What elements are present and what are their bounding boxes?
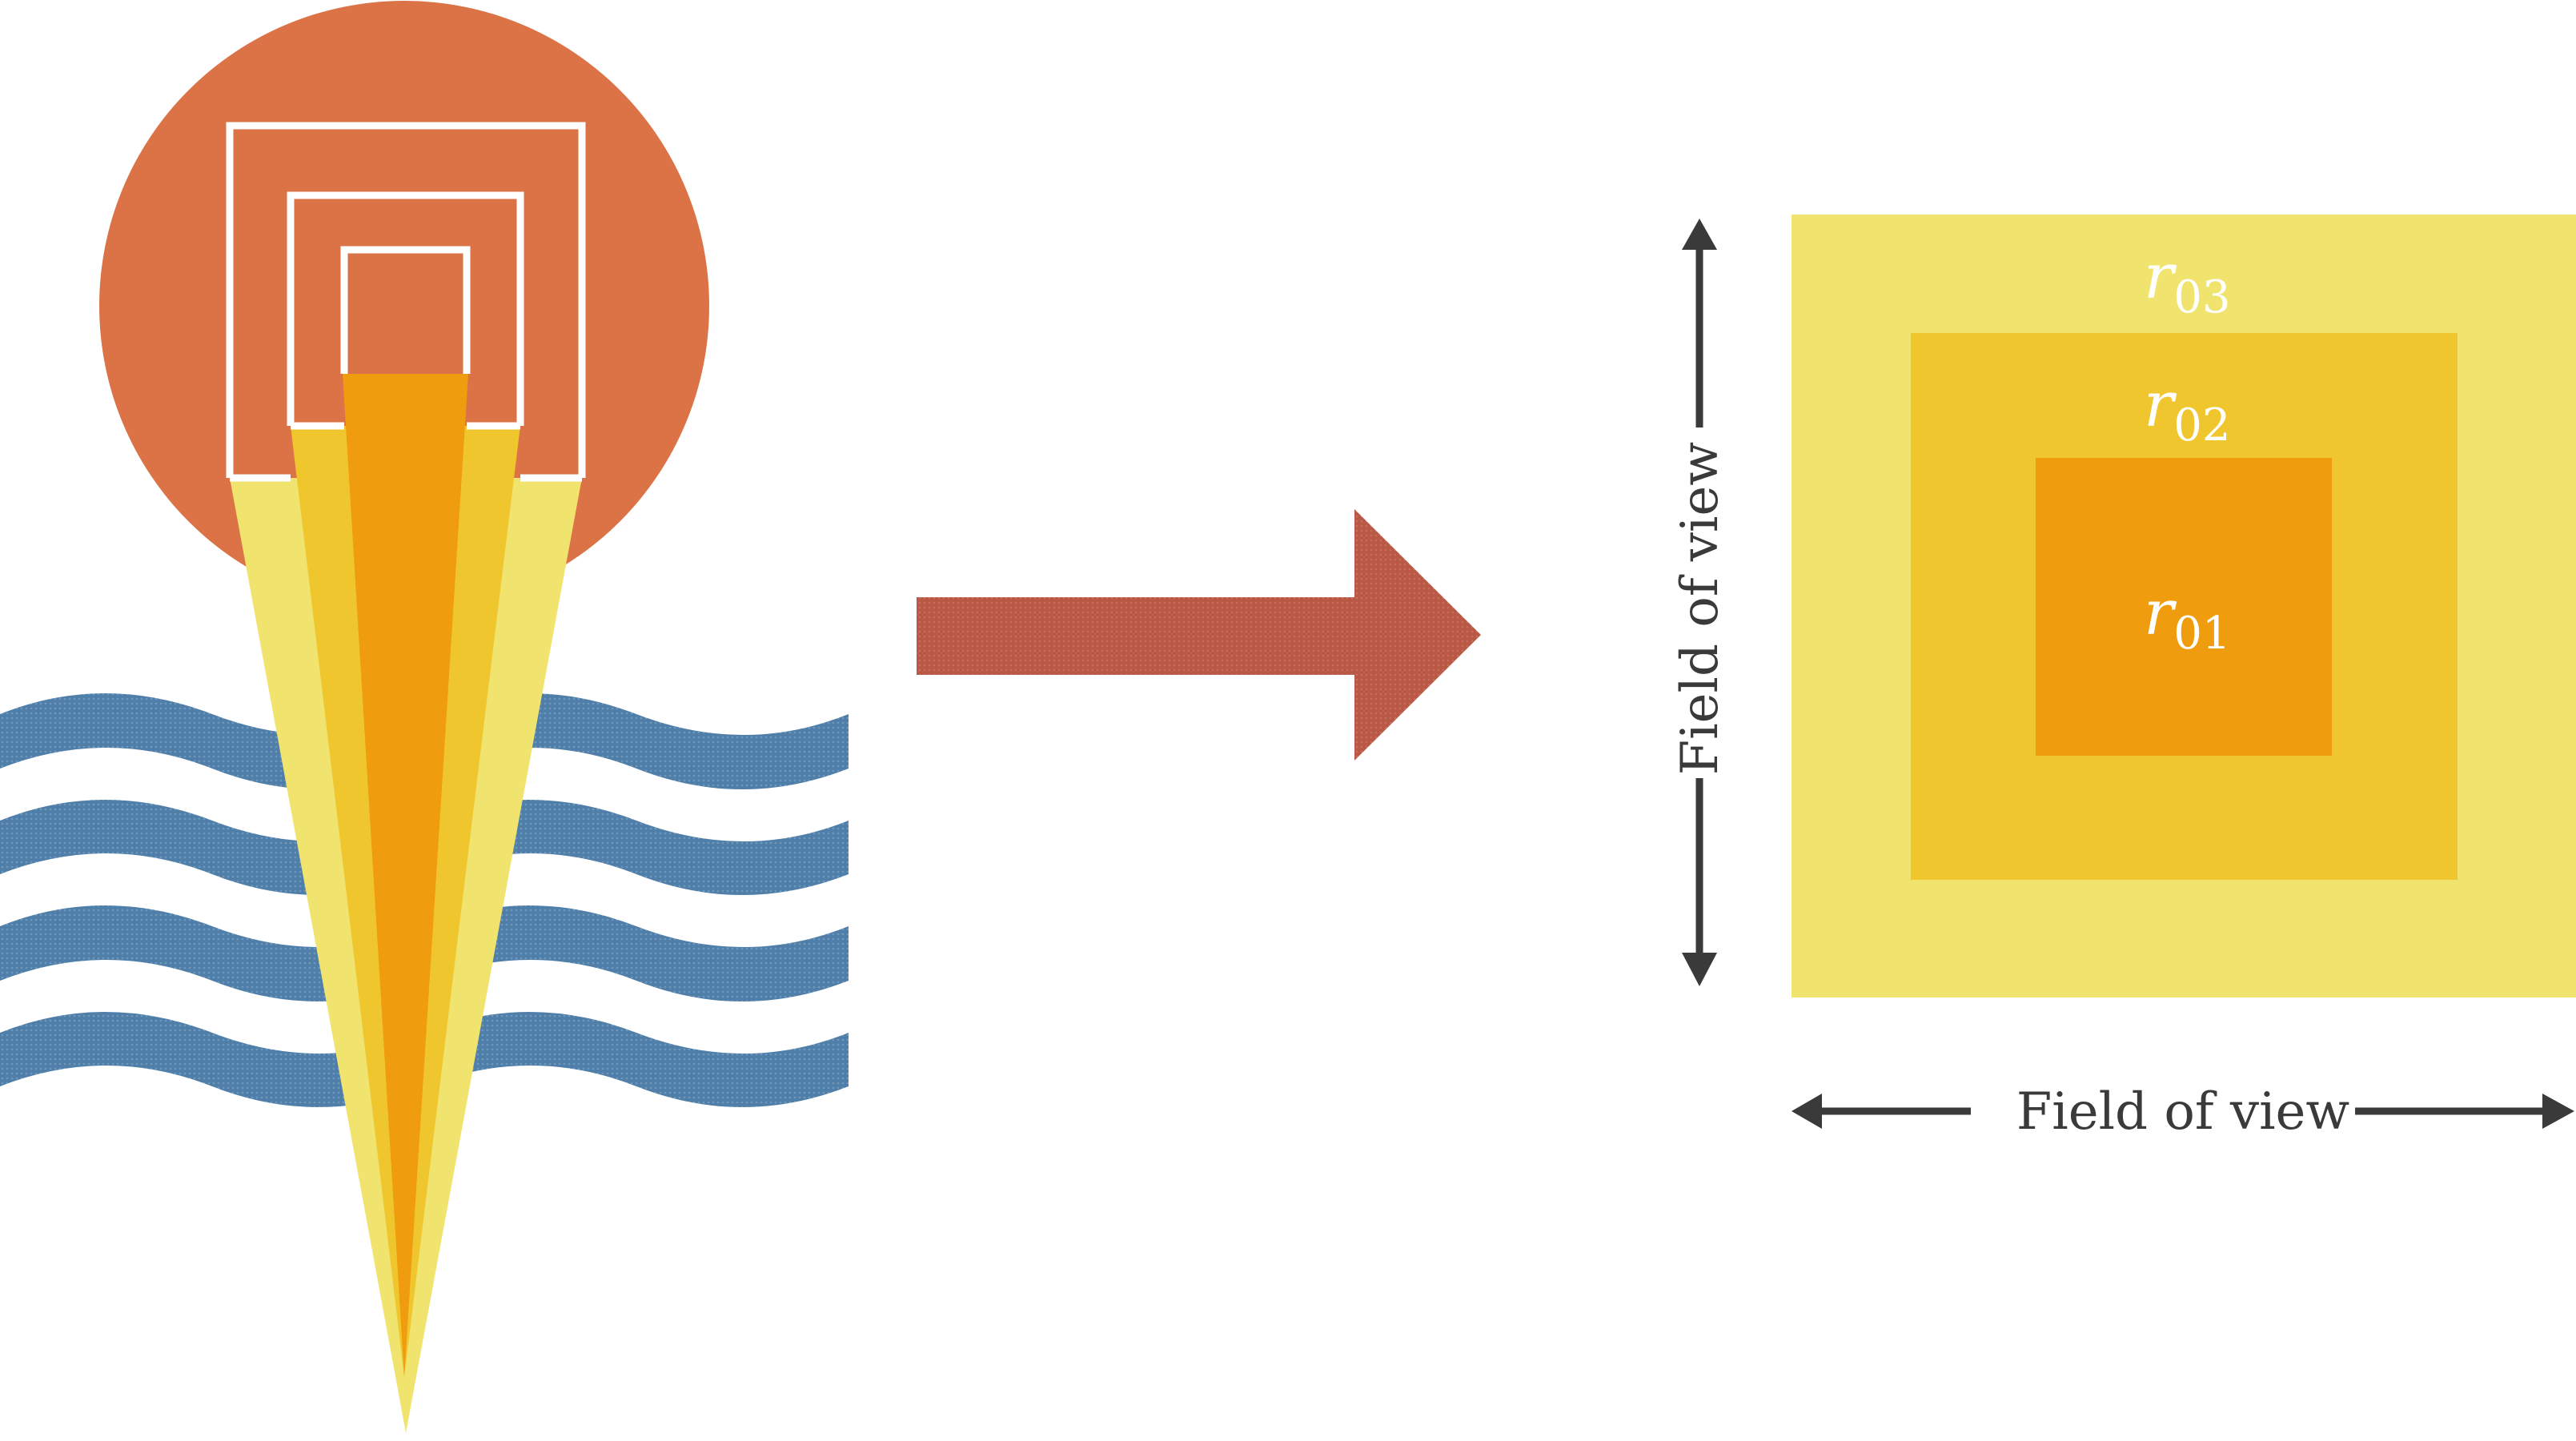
- sun-circle-icon: [99, 1, 709, 611]
- label-r02: r02: [2144, 369, 2231, 452]
- frame-middle: [287, 191, 524, 426]
- ray-inner: [343, 374, 468, 1377]
- fov-square-r01: [2036, 458, 2332, 756]
- right-arrow-icon: [917, 509, 1481, 761]
- arrow-down-icon: [1682, 953, 1717, 986]
- right-panel: r03 r02 r01 Field of view Field of view: [1671, 215, 2576, 1142]
- left-illustration: [0, 1, 849, 1433]
- frame-inner: [340, 246, 471, 374]
- detector-frames: [226, 122, 586, 482]
- frame-outer: [226, 122, 586, 478]
- fov-vertical-arrow: [1682, 219, 1717, 986]
- arrow-right-icon: [2542, 1094, 2574, 1129]
- fov-horizontal-arrow: [1792, 1094, 2574, 1129]
- arrow-left-icon: [1792, 1094, 1822, 1129]
- label-r01: r01: [2144, 577, 2231, 660]
- fov-vertical-label: Field of view: [1671, 442, 1730, 775]
- label-r03: r03: [2144, 241, 2231, 323]
- fov-horizontal-label: Field of view: [2016, 1082, 2349, 1142]
- arrow-up-icon: [1682, 219, 1717, 250]
